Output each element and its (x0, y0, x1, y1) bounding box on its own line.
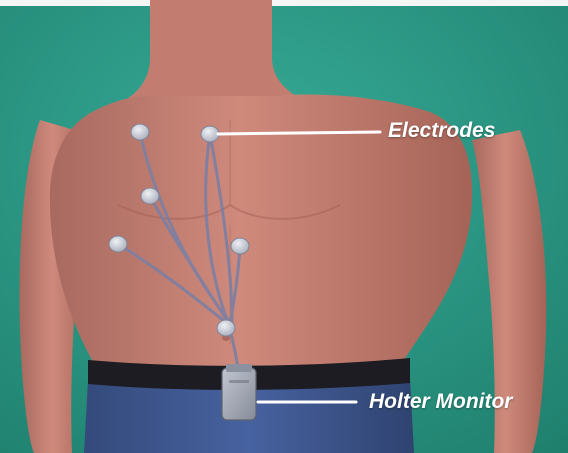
electrode-2 (201, 126, 219, 142)
electrode-4 (109, 236, 127, 252)
electrode-5 (231, 238, 249, 254)
holter-monitor-device (222, 364, 256, 420)
electrodes-label: Electrodes (388, 120, 495, 141)
holter-monitor-label: Holter Monitor (369, 391, 512, 412)
electrode-1 (131, 124, 149, 140)
electrode-6 (217, 320, 235, 336)
electrodes-callout-line (218, 132, 380, 134)
electrode-3 (141, 188, 159, 204)
top-border (0, 0, 568, 6)
